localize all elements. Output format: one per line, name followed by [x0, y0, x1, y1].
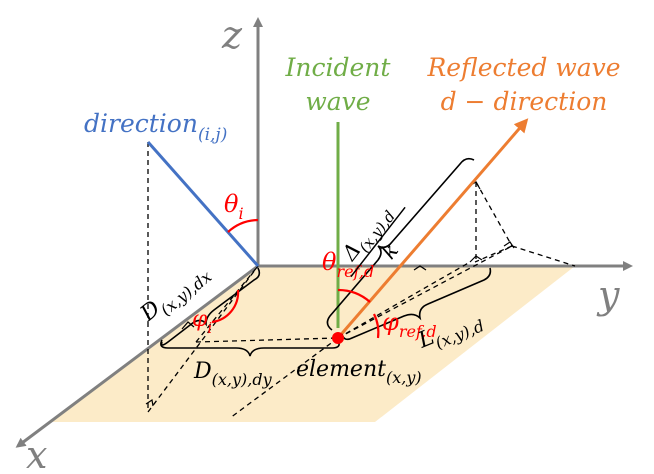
braces	[160, 157, 492, 357]
direction-label: direction(i,j)	[84, 109, 227, 145]
arc-theta-i	[227, 218, 259, 233]
brace-dy	[160, 339, 340, 357]
incident-label-line2: wave	[305, 87, 370, 116]
x-axis-label: x	[26, 433, 47, 474]
arc-phi-i	[211, 289, 240, 324]
theta-i-label: θi	[224, 190, 244, 223]
phi-ref-label: φref,d	[382, 308, 437, 341]
z-axis-label: z	[221, 13, 243, 57]
direction-line	[146, 141, 260, 267]
delta-denominator: k	[376, 239, 403, 264]
element-label: element(x,y)	[296, 357, 422, 387]
arc-theta-ref	[337, 288, 371, 303]
reflected-label-line1: Reflected wave	[426, 53, 620, 82]
brace-L	[341, 267, 492, 341]
brace-dx	[160, 267, 261, 346]
x-axis	[15, 264, 259, 448]
reflected-label-line2: d − direction	[441, 87, 608, 116]
fraction-bar	[350, 206, 406, 278]
angle-arcs	[211, 218, 380, 339]
phi-i-label: φi	[192, 307, 212, 337]
brace-delta	[326, 157, 475, 331]
element-point	[332, 332, 344, 344]
dashed-construction-lines	[147, 142, 576, 419]
dy-label: D(x,y),dy	[193, 359, 273, 389]
incident-label-line1: Incident	[285, 53, 392, 82]
ground-plane	[48, 266, 575, 422]
arc-phi-ref	[372, 313, 380, 339]
y-axis-label: y	[596, 273, 620, 317]
